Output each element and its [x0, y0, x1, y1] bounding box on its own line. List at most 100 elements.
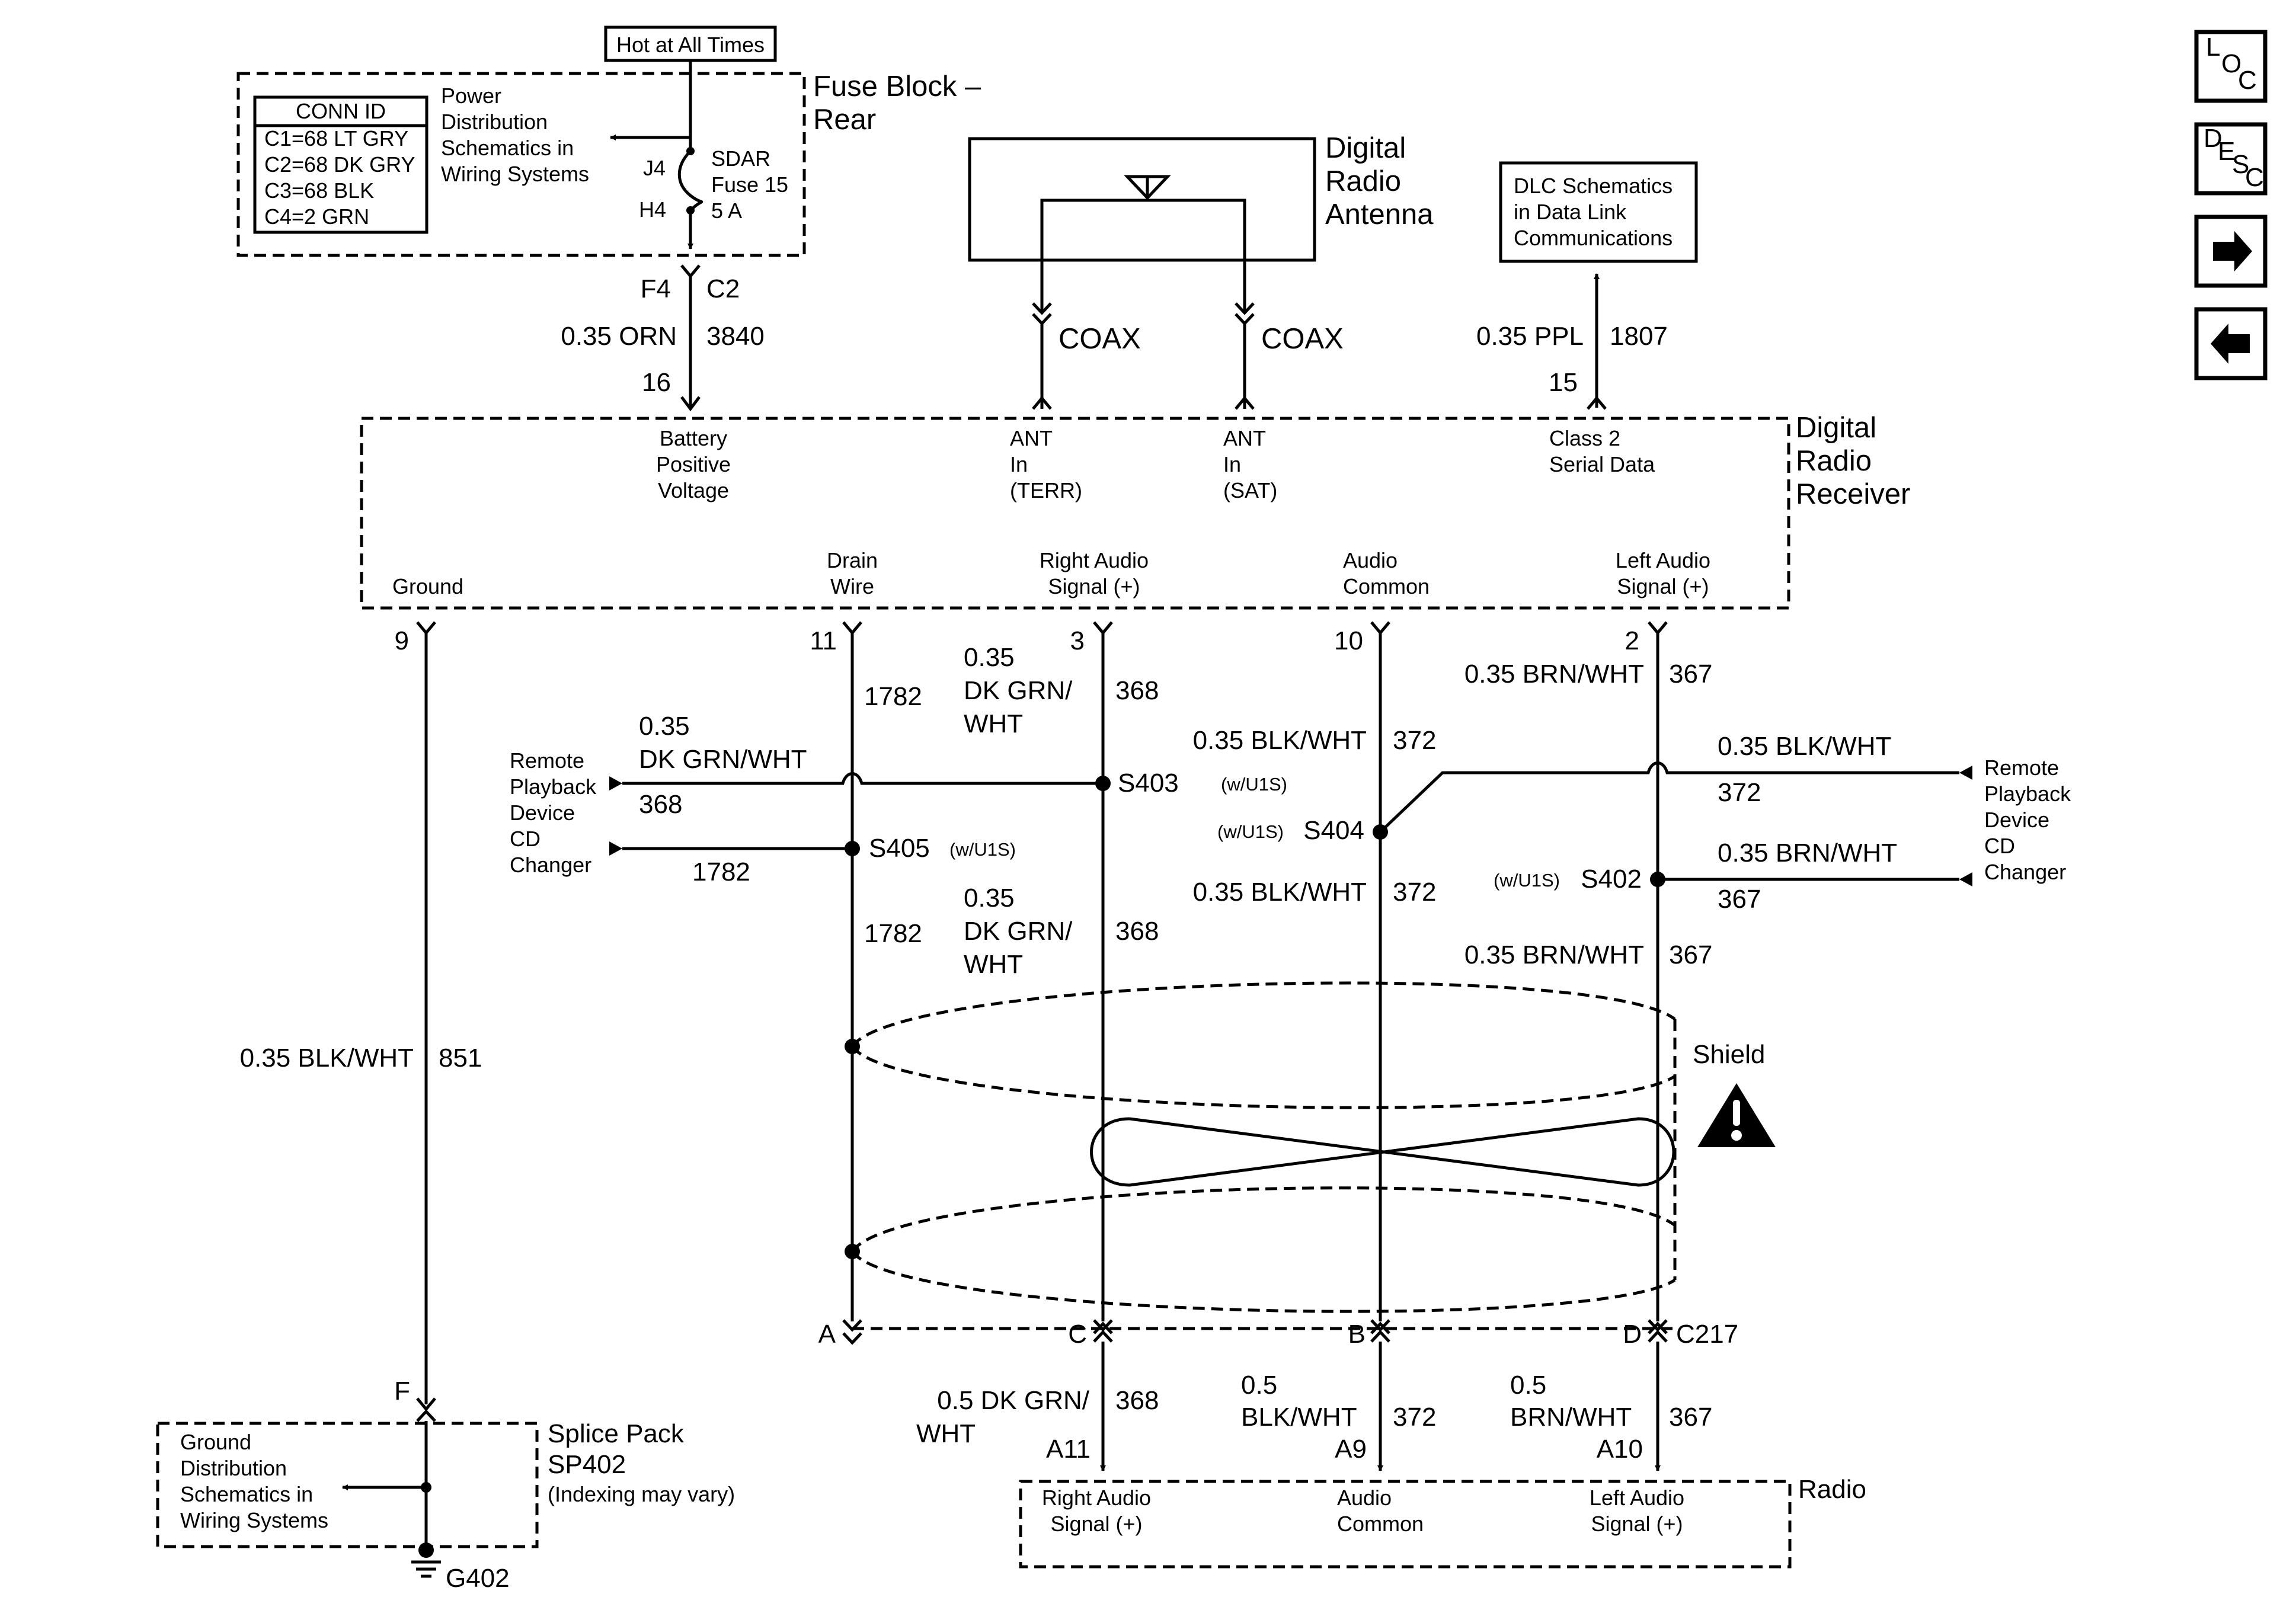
desc-button[interactable]: D E S C	[2194, 122, 2268, 196]
common-circuit-upper: 372	[1393, 726, 1436, 755]
c217-pin-d: D	[1623, 1320, 1642, 1349]
remote-left-label: Device	[510, 801, 575, 825]
svg-text:L: L	[2206, 33, 2220, 62]
splice-pack-note: (Indexing may vary)	[548, 1482, 735, 1506]
arrow-right-icon	[2213, 231, 2252, 271]
antenna-box	[968, 137, 1316, 262]
fuse-block-title-2: Rear	[813, 104, 876, 136]
svg-text:O: O	[2221, 49, 2241, 78]
battery-wire-pin: 16	[642, 368, 671, 397]
receiver-pin-label: Signal (+)	[1048, 574, 1140, 598]
ground-dist-ref: Distribution	[180, 1456, 287, 1480]
ground-wire-size-color: 0.35 BLK/WHT	[240, 1044, 414, 1073]
class2-wire-size-color: 0.35 PPL	[1476, 322, 1584, 351]
conn-id-row: C3=68 BLK	[264, 178, 374, 203]
fuse-out-pin: F4	[641, 274, 671, 303]
splice-s405-option: (w/U1S)	[949, 839, 1016, 860]
dlc-ref-text: in Data Link	[1514, 200, 1627, 224]
conn-id-row: C4=2 GRN	[264, 204, 369, 229]
receiver-pin-label: Ground	[392, 574, 463, 598]
vertical-wires	[424, 633, 1659, 1404]
fuse-icon	[677, 150, 703, 212]
conn-id-table	[253, 95, 428, 234]
remote-right-label: CD	[1984, 834, 2015, 858]
remote-right-label: Device	[1984, 808, 2049, 832]
twisted-pair-icon	[1090, 1117, 1675, 1187]
receiver-pin-label: In	[1010, 452, 1028, 476]
loc-button[interactable]: L O C	[2194, 30, 2268, 103]
remote-right-label: Remote	[1984, 756, 2059, 780]
remote-playback-left: Remote Playback Device CD Changer 0.35 D…	[510, 712, 1111, 886]
prev-button[interactable]	[2194, 307, 2268, 380]
splice-labels: S403 (w/U1S) S405 (w/U1S) (w/U1S) S404 (…	[869, 769, 1642, 894]
right-size-lower: WHT	[964, 950, 1023, 979]
bottom-common-size: 0.5	[1241, 1371, 1277, 1400]
remote-right-label: Playback	[1984, 782, 2071, 806]
bottom-common-circuit: 372	[1393, 1403, 1436, 1432]
receiver-pin-label: (SAT)	[1223, 478, 1277, 502]
ground-g402-label: G402	[446, 1564, 510, 1593]
dlc-reference: DLC Schematics in Data Link Communicatio…	[1476, 161, 1698, 410]
drain-shield-dot	[845, 1039, 860, 1054]
arrow-left-icon	[2211, 324, 2250, 364]
svg-text:C: C	[2238, 66, 2257, 95]
bottom-common-pin: A9	[1335, 1435, 1367, 1464]
splice-s404-option: (w/U1S)	[1217, 821, 1284, 842]
ground-dist-ref: Wiring Systems	[180, 1508, 328, 1532]
right-circuit-lower: 368	[1115, 917, 1159, 946]
receiver-pin-label: Audio	[1343, 548, 1398, 572]
receiver-pin-label: Serial Data	[1549, 452, 1655, 476]
pin-left: 2	[1625, 626, 1639, 655]
splice-s405-label: S405	[869, 834, 930, 863]
fuse-pin-h4: H4	[639, 197, 666, 222]
remote-right-wire1-size: 0.35 BLK/WHT	[1718, 732, 1891, 761]
coax-label-sat: COAX	[1261, 323, 1344, 355]
svg-text:D: D	[2204, 124, 2223, 153]
splice-pack-title: Splice Pack	[548, 1419, 685, 1448]
fuse-label: 5 A	[711, 199, 742, 223]
remote-right-wire2-size: 0.35 BRN/WHT	[1718, 838, 1897, 868]
receiver-pin-label: Battery	[660, 426, 727, 450]
right-size-upper: 0.35	[964, 643, 1015, 672]
battery-wire: 0.35 ORN 3840 16	[561, 264, 765, 412]
receiver-pin-label: Left Audio	[1616, 548, 1710, 572]
remote-left-label: Playback	[510, 774, 597, 799]
dlc-ref-text: DLC Schematics	[1514, 174, 1673, 198]
drain-circuit-upper: 1782	[864, 682, 922, 711]
common-size-lower: 0.35 BLK/WHT	[1193, 878, 1367, 907]
next-button[interactable]	[2194, 215, 2268, 288]
ground-dot	[418, 1542, 434, 1558]
fuse-block-title: Fuse Block –	[813, 71, 981, 103]
battery-wire-circuit: 3840	[706, 322, 765, 351]
pin-ground: 9	[395, 626, 409, 655]
pin-drain: 11	[810, 626, 837, 655]
remote-left-label: Remote	[510, 748, 584, 773]
fuse-pin-j4: J4	[643, 156, 666, 180]
input-arrow-icon	[609, 841, 622, 856]
radio-pin-label: Right Audio	[1042, 1486, 1151, 1510]
dlc-box	[1499, 161, 1698, 263]
power-distribution-ref: Schematics in	[441, 136, 574, 160]
common-size-upper: 0.35 BLK/WHT	[1193, 726, 1367, 755]
remote-right-wire2-circuit: 367	[1718, 885, 1761, 914]
bottom-right-pin: A11	[1046, 1435, 1091, 1464]
fuse-label: SDAR	[711, 146, 770, 171]
antenna-icon	[1124, 175, 1171, 200]
receiver-pin-label: Common	[1343, 574, 1430, 598]
mid-wire-labels: 1782 0.35 DK GRN/ WHT 368 0.35 BRN/WHT 3…	[240, 643, 1713, 1073]
c217-pin-a: A	[818, 1320, 836, 1349]
digital-radio-antenna: Digital Radio Antenna COAX COAX	[968, 132, 1434, 410]
splice-s403-label: S403	[1118, 769, 1179, 798]
class2-wire-pin: 15	[1549, 368, 1578, 397]
receiver-pin-label: (TERR)	[1010, 478, 1082, 502]
remote-right-label: Changer	[1984, 860, 2066, 884]
splice-s404-label: S404	[1303, 816, 1364, 845]
c217-pin-b: B	[1348, 1320, 1366, 1349]
receiver-pin-label: Positive	[656, 452, 731, 476]
radio-pin-label: Audio	[1337, 1486, 1392, 1510]
svg-text:C: C	[2245, 163, 2264, 192]
receiver-title: Digital	[1796, 412, 1876, 444]
left-size-upper: 0.35 BRN/WHT	[1464, 660, 1644, 689]
remote-left-wire1-circuit: 368	[639, 790, 682, 819]
dlc-ref-text: Communications	[1514, 226, 1673, 250]
